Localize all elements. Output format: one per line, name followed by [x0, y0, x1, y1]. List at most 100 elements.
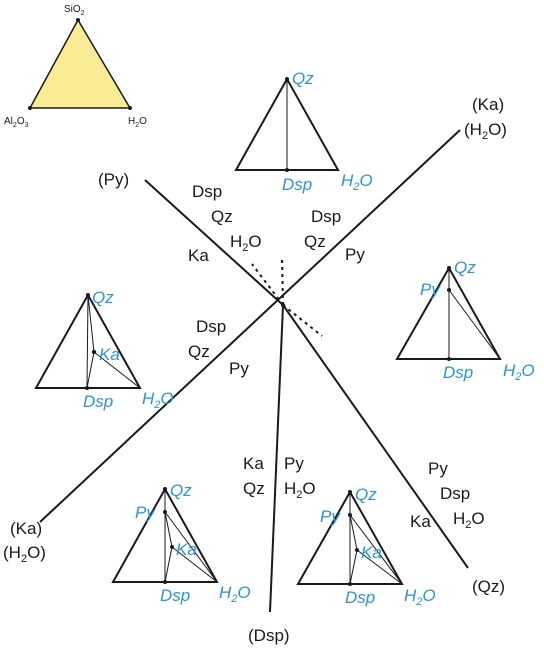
field-lr-dsp: Dsp — [440, 484, 470, 503]
invariant-point — [281, 303, 285, 307]
chemography-left-tie-4 — [86, 351, 95, 389]
chemography-right: Qz Py Dsp H2O — [395, 258, 535, 383]
field-ul-h2o: H2O — [230, 232, 262, 254]
chemography-left-label-ka: Ka — [99, 345, 120, 364]
chemography-right-label-h2o: H2O — [503, 361, 535, 383]
chemography-bl-tie-4 — [164, 546, 173, 583]
legend-label-sio2: SiO2 — [64, 4, 85, 17]
chemography-top-label-qz: Qz — [292, 69, 314, 88]
legend-dot-al2o3 — [28, 106, 32, 110]
chemography-br-label-py: Py — [320, 507, 341, 526]
chemography-left-label-qz: Qz — [92, 288, 114, 307]
legend-label-al2o3: Al2O3 — [4, 116, 29, 129]
chemography-bl-label-ka: Ka — [176, 540, 197, 559]
chemography-br-label-ka: Ka — [361, 543, 382, 562]
reaction-line-ka-h2o — [39, 129, 461, 523]
legend-dot-sio2 — [76, 18, 80, 22]
legend-label-h2o: H2O — [128, 116, 147, 129]
field-lr-py: Py — [428, 459, 448, 478]
field-lm-h2o: H2O — [284, 479, 316, 501]
chemography-br-dot-dsp — [348, 582, 352, 586]
chemography-left-tie-1 — [86, 294, 89, 389]
field-lm-py: Py — [284, 454, 304, 473]
reaction-label-dsp: (Dsp) — [248, 626, 290, 645]
chemography-bl-dot-dsp — [163, 580, 167, 584]
chemography-bl-label-py: Py — [135, 503, 156, 522]
chemography-right-label-dsp: Dsp — [443, 363, 473, 382]
field-ul-ka: Ka — [188, 246, 209, 265]
chemography-top-label-h2o: H2O — [341, 171, 373, 193]
chemography-br-label-dsp: Dsp — [345, 588, 375, 607]
chemography-top-label-dsp: Dsp — [282, 175, 312, 194]
chemography-bl-label-h2o: H2O — [219, 583, 251, 605]
chemography-top-dot-dsp — [285, 168, 289, 172]
field-ul-qz: Qz — [211, 207, 233, 226]
chemography-left-dot-dsp — [85, 386, 89, 390]
chemography-bl-dot-py — [163, 510, 167, 514]
chemography-br-dot-ka — [355, 548, 359, 552]
composition-legend: SiO2 Al2O3 H2O — [4, 4, 147, 129]
reaction-label-ka-top: (Ka) — [472, 95, 504, 114]
reaction-label-h2o-top: (H2O) — [464, 120, 507, 142]
field-l-py: Py — [229, 359, 249, 378]
metastable-extension-2 — [251, 263, 284, 306]
chemography-bl-tie-2 — [164, 511, 218, 583]
chemography-left: Qz Ka Dsp H2O — [34, 288, 174, 411]
field-ul-dsp: Dsp — [192, 182, 222, 201]
chemography-right-dot-qz — [447, 266, 451, 270]
metastable-extension-1 — [281, 255, 284, 306]
chemography-br-tie-2 — [349, 514, 403, 585]
reaction-line-py — [144, 179, 284, 306]
reaction-line-qz — [282, 304, 469, 569]
chemography-bl-tie-3 — [164, 511, 173, 548]
chemography-bottom-left: Qz Py Ka Dsp H2O — [111, 481, 251, 605]
chemography-right-label-qz: Qz — [454, 258, 476, 277]
chemography-bl-label-qz: Qz — [170, 481, 192, 500]
chemography-left-label-h2o: H2O — [142, 389, 174, 411]
metastable-extension-3 — [282, 304, 323, 337]
field-lm-qz: Qz — [243, 479, 265, 498]
reaction-labels: (Ka) (H2O) (Py) (Ka) (H2O) (Qz) (Dsp) — [3, 95, 507, 645]
chemography-bl-dot-ka — [170, 545, 174, 549]
field-lm-ka: Ka — [243, 454, 264, 473]
field-ur-dsp: Dsp — [311, 207, 341, 226]
field-lr-h2o: H2O — [453, 509, 485, 531]
field-ur-py: Py — [345, 245, 365, 264]
chemography-top: Qz Dsp H2O — [234, 69, 373, 194]
field-lr-ka: Ka — [410, 512, 431, 531]
field-ur-qz: Qz — [304, 232, 326, 251]
reaction-label-qz: (Qz) — [472, 577, 505, 596]
chemography-left-tie-2 — [87, 294, 95, 353]
legend-dot-h2o — [128, 106, 132, 110]
chemography-br-dot-py — [348, 513, 352, 517]
chemography-bl-dot-qz — [163, 487, 167, 491]
chemography-br-label-h2o: H2O — [404, 586, 436, 608]
chemography-br-tie-3 — [349, 514, 358, 551]
chemography-right-dot-dsp — [447, 357, 451, 361]
chemography-bl-tie-5 — [171, 546, 218, 583]
chemography-left-dot-ka — [91, 349, 97, 355]
field-l-qz: Qz — [188, 342, 210, 361]
reaction-label-ka-bottom: (Ka) — [10, 519, 42, 538]
chemography-left-label-dsp: Dsp — [83, 392, 113, 411]
chemography-bl-label-dsp: Dsp — [160, 586, 190, 605]
chemography-right-dot-py — [447, 288, 451, 292]
reaction-line-dsp — [269, 304, 284, 613]
chemography-top-dot-qz — [285, 77, 289, 81]
chemography-right-label-py: Py — [420, 280, 441, 299]
reaction-label-py: (Py) — [98, 170, 129, 189]
chemography-br-tie-4 — [349, 549, 358, 585]
chemography-left-tie-3 — [93, 351, 141, 389]
chemography-br-dot-qz — [348, 490, 352, 494]
legend-triangle — [28, 18, 132, 109]
chemography-left-dot-qz — [86, 293, 90, 297]
field-l-dsp: Dsp — [196, 317, 226, 336]
chemography-br-tie-5 — [356, 549, 403, 585]
assemblage-labels: Dsp Qz H2O Ka Dsp Qz Py Dsp Qz Py Ka Py … — [188, 182, 485, 531]
reaction-label-h2o-bottom: (H2O) — [3, 543, 46, 565]
chemography-bottom-right: Qz Py Ka Dsp H2O — [296, 485, 436, 608]
chemography-br-label-qz: Qz — [355, 485, 377, 504]
reaction-lines — [39, 129, 469, 613]
